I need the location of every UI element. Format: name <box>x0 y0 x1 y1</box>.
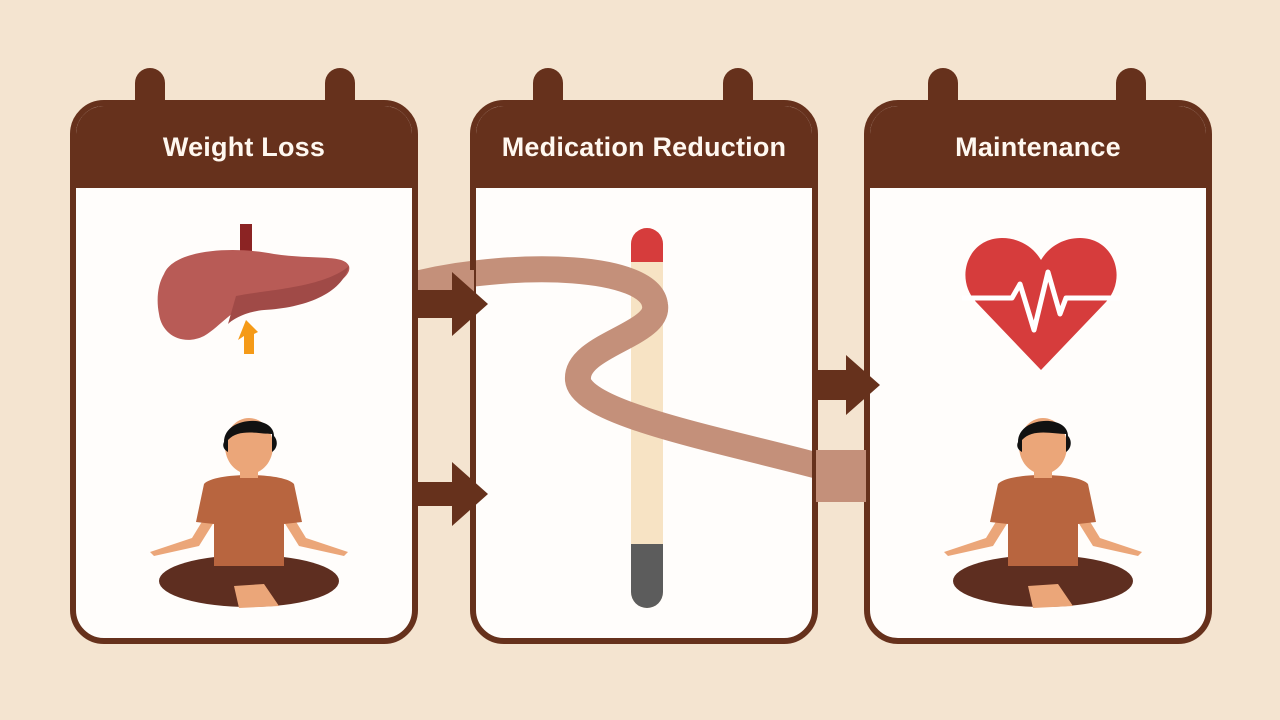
liver-icon <box>157 224 350 354</box>
stage-title: Weight Loss <box>162 131 326 162</box>
meditating-person-icon <box>944 418 1142 608</box>
stage-title: Medication Reduction <box>501 131 787 162</box>
stage-card-medication-reduction: Medication Reduction <box>470 100 818 644</box>
stage-header: Maintenance <box>870 106 1206 188</box>
stage-card-weight-loss: Weight Loss <box>70 100 418 644</box>
heartbeat-heart-icon <box>962 238 1120 370</box>
stage-header: Medication Reduction <box>476 106 812 188</box>
stage-header: Weight Loss <box>76 106 412 188</box>
meditating-person-icon <box>150 418 348 608</box>
stage-card-maintenance: Maintenance <box>864 100 1212 644</box>
flow-ribbon-segment <box>476 256 812 478</box>
stage-title: Maintenance <box>955 131 1121 162</box>
